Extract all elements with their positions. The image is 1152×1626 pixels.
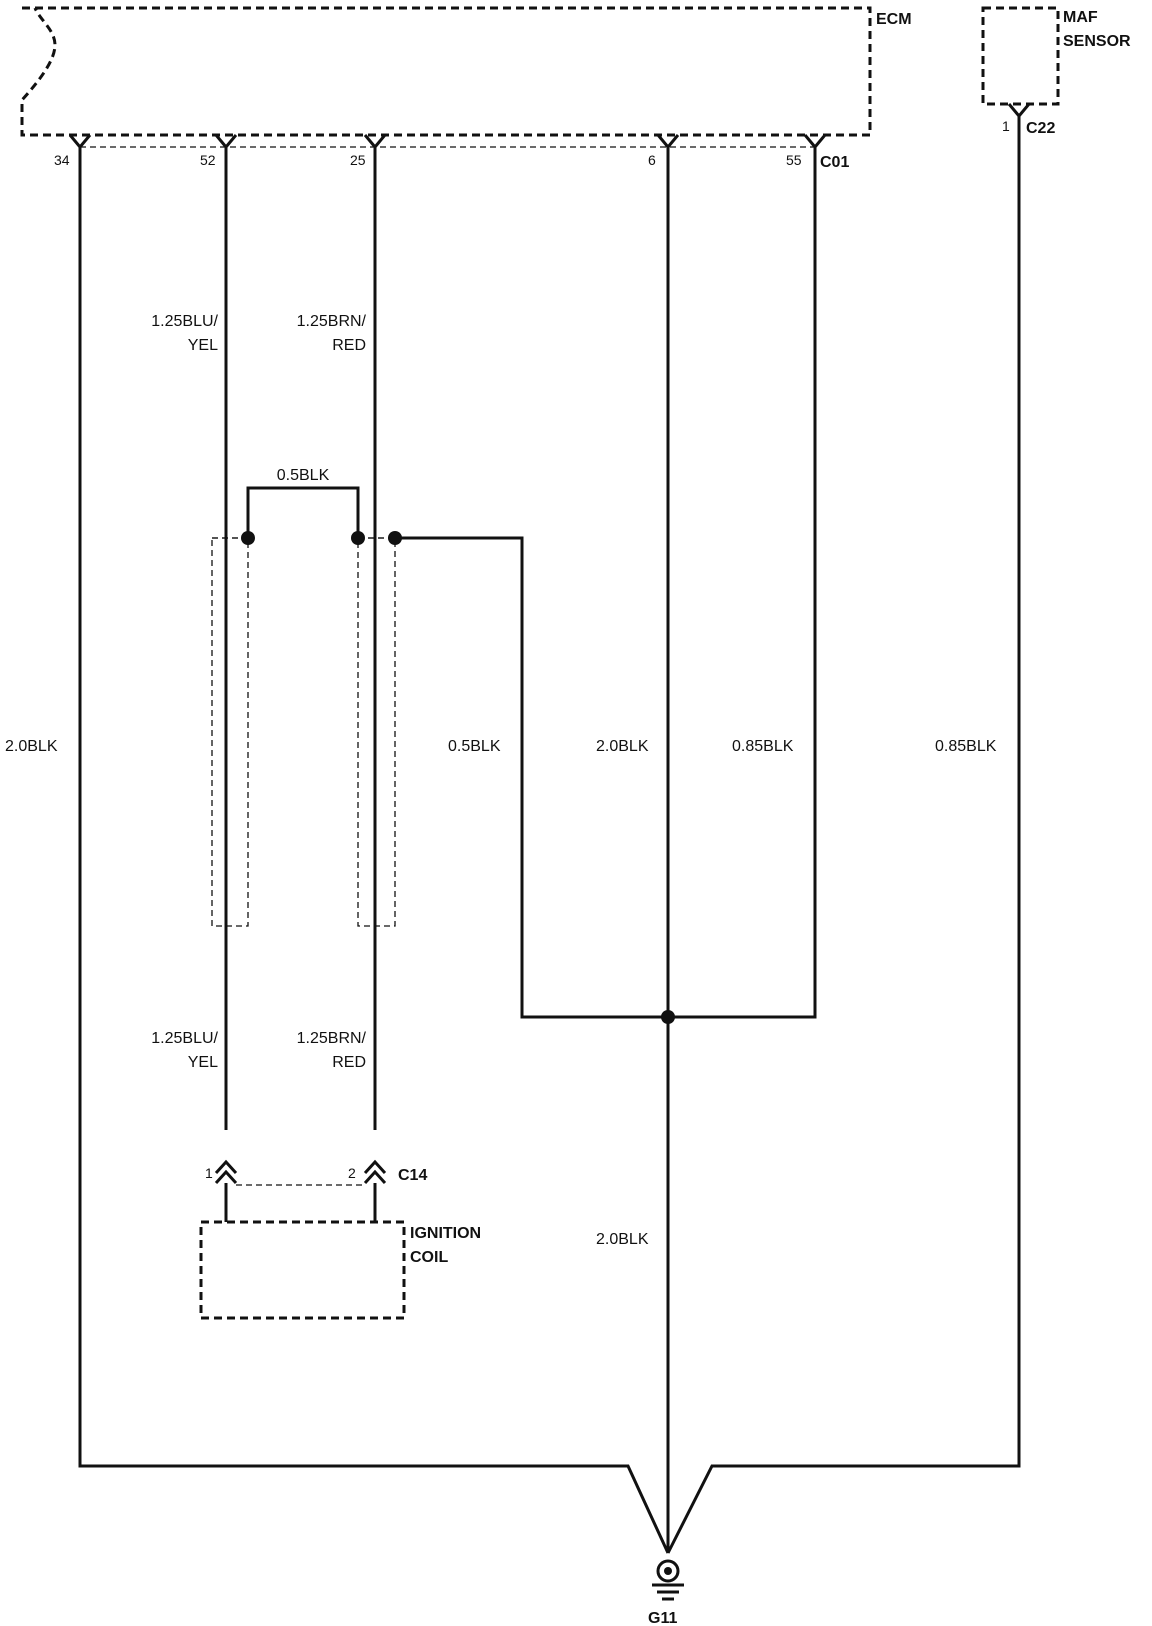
maf-connector-label: C22 [1026, 120, 1055, 137]
coil-label-line2: COIL [410, 1249, 448, 1266]
maf-label-line2: SENSOR [1063, 33, 1131, 50]
w25-lower-line1: 1.25BRN/ [297, 1030, 367, 1047]
ignition-coil-component: IGNITION COIL [199, 1183, 481, 1320]
wire-jumper [246, 486, 360, 538]
wire-maf-ground [666, 116, 1021, 1554]
ecm-component: ECM [20, 6, 912, 148]
w6-upper-label: 2.0BLK [596, 738, 649, 755]
w6-lower-label: 2.0BLK [596, 1231, 649, 1248]
wire-55 [668, 147, 817, 1019]
w52-lower-line2: YEL [188, 1054, 218, 1071]
pin-52-label: 52 [200, 152, 216, 168]
w25-upper-line2: RED [332, 337, 366, 354]
w25-lower-line2: RED [332, 1054, 366, 1071]
ground-g11: G11 [648, 1559, 684, 1626]
pin-6-label: 6 [648, 152, 656, 168]
w52-lower-line1: 1.25BLU/ [151, 1030, 218, 1047]
shield-drain-label: 0.5BLK [448, 738, 501, 755]
c14-connector: 1 2 C14 [205, 1159, 427, 1186]
w52-upper-line1: 1.25BLU/ [151, 313, 218, 330]
maf-label-line1: MAF [1063, 9, 1098, 26]
wire-shield-drain [395, 536, 668, 1019]
coil-pin-2-label: 2 [348, 1165, 356, 1181]
w52-upper-line2: YEL [188, 337, 218, 354]
w34-label: 2.0BLK [5, 738, 58, 755]
ecm-terminals [68, 103, 1031, 150]
maf-pin-1-label: 1 [1002, 118, 1010, 134]
w25-upper-line1: 1.25BRN/ [297, 313, 367, 330]
wires [78, 116, 1021, 1554]
maf-sensor-component: MAF SENSOR [981, 6, 1131, 106]
ground-label: G11 [648, 1610, 677, 1626]
coil-pin-1-label: 1 [205, 1165, 213, 1181]
ecm-connector-label: C01 [820, 154, 849, 171]
junctions [241, 531, 675, 1024]
pin-34-label: 34 [54, 152, 70, 168]
wire-34 [78, 147, 670, 1554]
ecm-label: ECM [876, 11, 912, 28]
pin-55-label: 55 [786, 152, 802, 168]
pin-25-label: 25 [350, 152, 366, 168]
coil-label-line1: IGNITION [410, 1225, 481, 1242]
coil-connector-label: C14 [398, 1167, 427, 1184]
wire-labels: 2.0BLK 1.25BLU/ YEL 1.25BRN/ RED 0.5BLK … [5, 313, 997, 1248]
jumper-label: 0.5BLK [277, 467, 330, 484]
shield-tubes [211, 537, 396, 927]
w55-label: 0.85BLK [732, 738, 794, 755]
maf-ground-label: 0.85BLK [935, 738, 997, 755]
